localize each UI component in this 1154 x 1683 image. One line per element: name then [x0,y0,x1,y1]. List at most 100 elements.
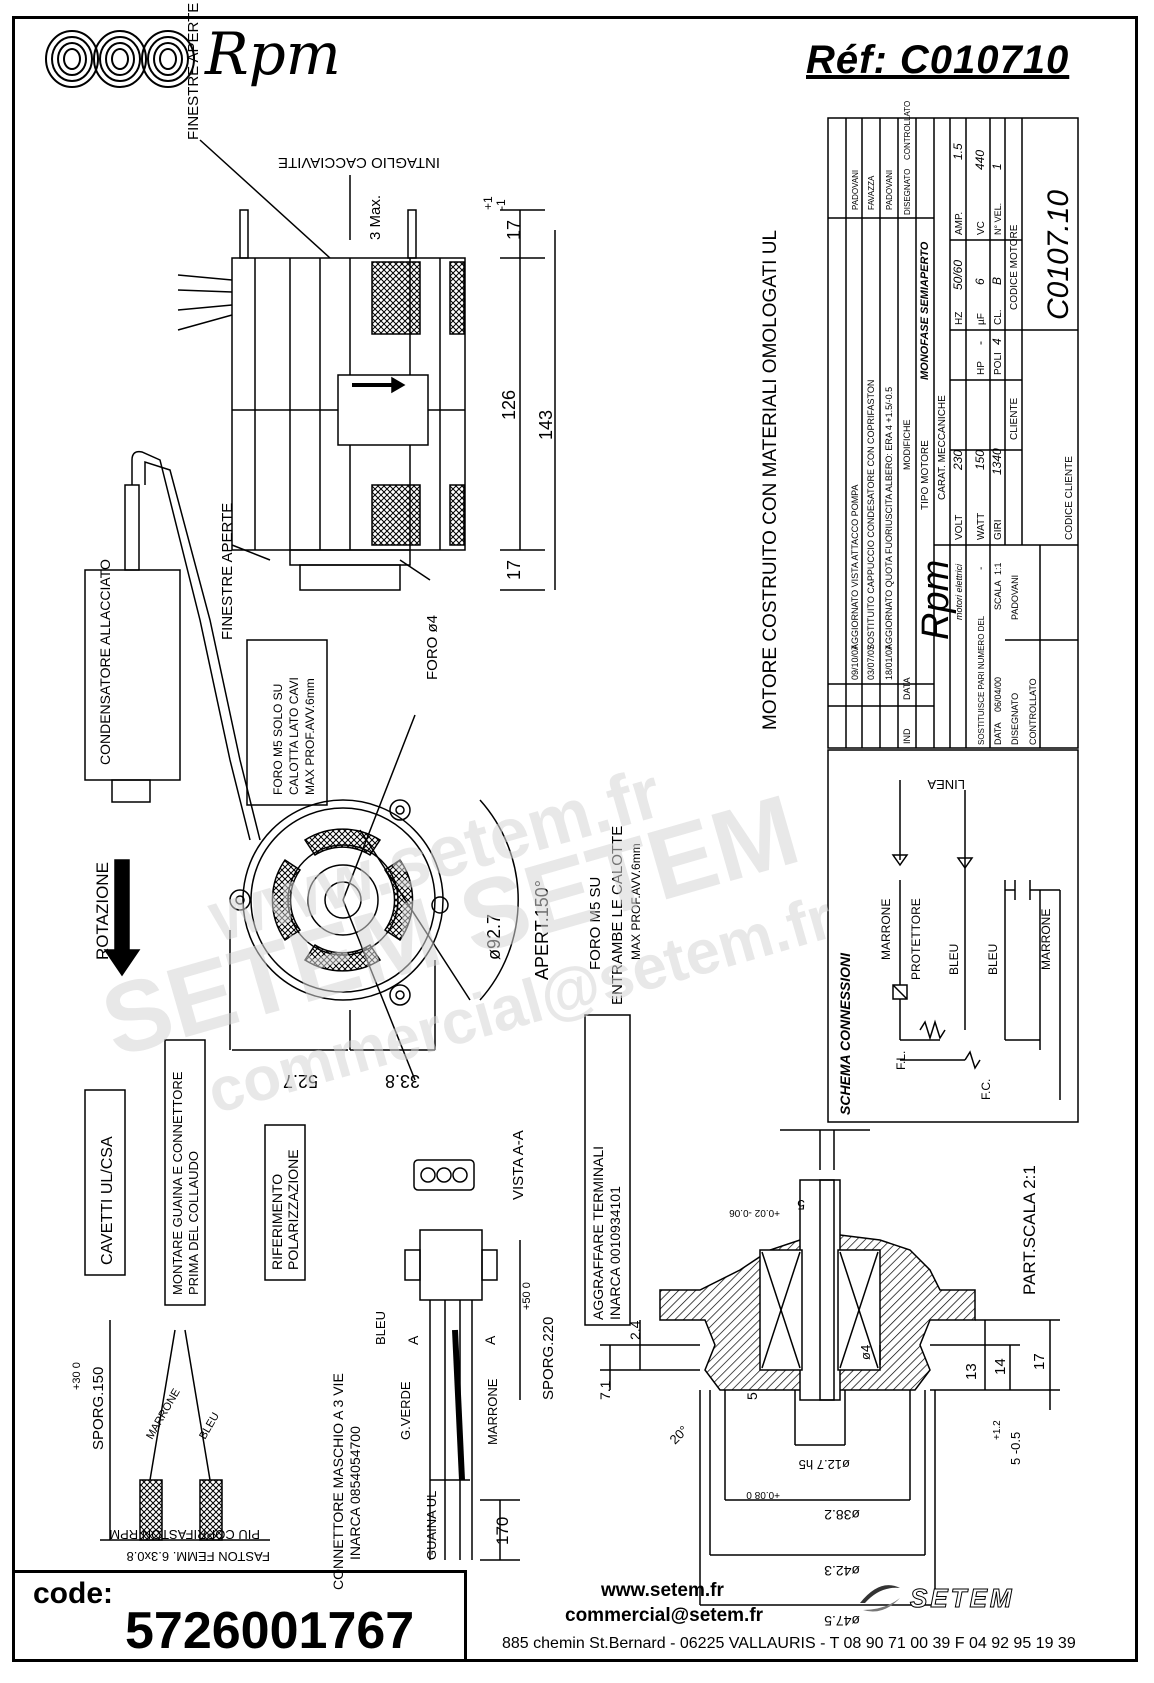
schema-marrone: MARRONE [879,899,893,960]
code-label: code: [33,1577,114,1610]
scala-value: 1:1 [993,562,1003,575]
carat-label: CARAT. MECCANICHE [937,395,948,500]
dim-d4: ø4 [858,1345,873,1360]
dim-170: 170 [493,1517,512,1545]
aggraffare2-label: INARCA 0010934101 [607,1186,623,1320]
tol-plus1: +1 [481,196,495,210]
sporg220-label: SPORG.220 [540,1317,557,1400]
dim-33: 33.8 [385,1071,420,1091]
section-a-right: A [482,1335,498,1345]
col-modifiche: MODIFICHE [902,420,912,471]
rev7-text: SOSTITUITO CAPPUCCIO CONDESATORE CON COP… [866,380,876,650]
vista-label: VISTA A-A [510,1130,527,1200]
poli-value: 4 [990,338,1004,345]
col-controllato: CONTROLLATO [903,101,912,160]
tol-minus1: -1 [494,199,508,210]
part-scala-label: PART.SCALA 2:1 [1020,1165,1039,1295]
schema-fc: F.C. [979,1079,993,1100]
reference-number: Réf: C010710 [806,38,1070,82]
amp-label: AMP. [954,212,965,235]
diameter-92-label: ø92.7 [484,914,504,960]
sporg150-tol: +30 0 [71,1362,83,1390]
rpm-coil-logo [45,30,195,88]
calotta-label: CALOTTA LATO CAVI [287,677,301,795]
disegnato-label: DISEGNATO [1010,693,1020,745]
entrambe-label: ENTRAMBE LE CALOTTE [609,826,626,1005]
volt-label: VOLT [954,515,965,540]
schema-bleu2: BLEU [986,944,1000,975]
d382-tol: +0.08 0 [746,1489,780,1500]
tipo-motore-label: TIPO MOTORE [920,440,931,510]
dim-5c: 5 -0.5 [1008,1432,1023,1465]
drawing-frame [12,16,1138,1662]
dim-126: 126 [499,390,519,420]
montare2-label: PRIMA DEL COLLAUDO [186,1151,201,1295]
dim-5b: 5 [797,1197,805,1213]
dim-5c-tol: +1.2 [992,1420,1003,1440]
watt-value: 150 [973,450,987,470]
setem-logo: SETEM [910,1583,1015,1614]
col-data: DATA [902,677,912,700]
cavetti-label: CAVETTI UL/CSA [99,1136,116,1265]
guaina-label: GUAINA UL [424,1491,439,1560]
rev7-date: 03/07/07 [866,645,876,680]
setem-swoosh-icon [860,1585,900,1612]
schema-marrone2: MARRONE [1039,909,1053,970]
tipo-motore: MONOFASE SEMIAPERTO [919,241,931,380]
gverde-label: G.VERDE [398,1381,413,1440]
poli-label: POLI [993,352,1004,375]
uf-label: µF [976,313,987,325]
rev7-by: FAVAZZA [867,175,876,210]
controllato-label: CONTROLLATO [1028,678,1038,745]
schema-linea: LINEA [927,777,965,792]
schema-bleu1: BLEU [947,944,961,975]
rev8-date: 09/10/07 [850,645,860,680]
title-block [827,117,1079,749]
rev6-text: AGGIORNATO QUOTA FUORIUSCITA ALBERO: ERA… [884,387,894,650]
tb-rpm-sub: motori elettrici [954,563,964,620]
dim-17-top: 17 [504,220,524,240]
dim-17c: 17 [1031,1353,1048,1370]
cl-label: CL. [993,309,1004,325]
data-value: 06/04/00 [993,677,1003,712]
foro-m5-solo-label: FORO M5 SOLO SU [271,684,285,795]
footer-email[interactable]: commercial@setem.fr [565,1605,764,1626]
codice-motore-label: CODICE MOTORE [1009,224,1020,310]
dim-52: 52.7 [283,1071,318,1091]
volt-value: 230 [951,450,965,471]
watt-label: WATT [976,513,987,540]
hz-value: 50/60 [951,260,965,290]
section-a-left: A [405,1335,421,1345]
schema-connessioni-box [827,749,1079,1123]
col-ind: IND [902,728,912,744]
rev6-by: PADOVANI [885,170,894,210]
intaglio-label: INTAGLIO CACCIAVITE [278,154,440,171]
finestre-aperte-top: FINESTRE APERTE [185,3,202,140]
disegnato-value: PADOVANI [1010,575,1020,620]
tb-rpm-brand: Rpm [915,560,957,640]
dim-71: 7.1 [597,1380,613,1400]
sporg150-label: SPORG.150 [90,1367,107,1450]
col-disegnato: DISEGNATO [903,169,912,215]
dim-5: 5 [744,1392,760,1400]
hz-label: HZ [954,312,965,325]
d127-label: ø12.7 h5 [799,1457,850,1472]
codice-motore: C0107.10 [1042,190,1075,320]
cl-value: B [990,277,1004,285]
montare1-label: MONTARE GUAINA E CONNETTORE [170,1071,185,1295]
motor-end-view [242,799,444,1001]
rpm-logo-text: Rpm [205,20,341,88]
vc-value: 440 [973,150,987,170]
dim-143: 143 [536,410,556,440]
condensatore-label: CONDENSATORE ALLACCIATO [97,559,113,765]
hp-label: HP [976,361,987,375]
giri-label: GIRI [993,519,1004,540]
riferimento2-label: POLARIZZAZIONE [285,1149,301,1270]
giri-value: 1340 [990,448,1004,475]
data-label: DATA [993,722,1003,745]
footer-website[interactable]: www.setem.fr [601,1580,724,1601]
uf-value: 6 [973,278,987,285]
schema-protettore: PROTETTORE [909,898,923,980]
max3-label: 3 Max. [367,195,384,240]
sostituisce-value: - [976,567,987,570]
